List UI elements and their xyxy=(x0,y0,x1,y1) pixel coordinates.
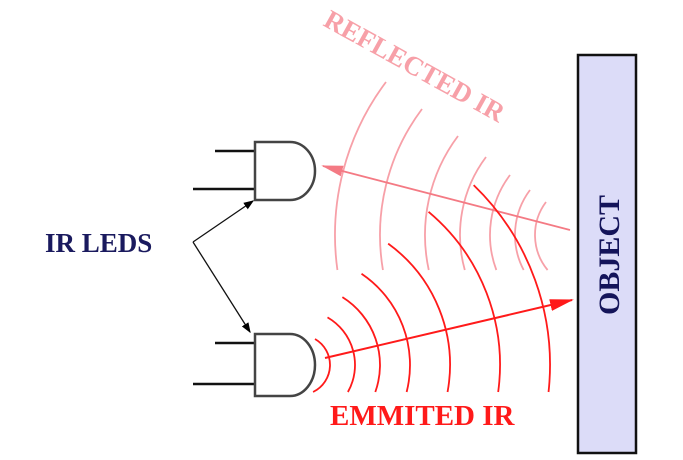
emitted-wave-arc xyxy=(341,296,381,393)
emitted-wave-arc xyxy=(427,211,501,393)
ir-led-bottom xyxy=(193,332,317,398)
reflected-wave-arc xyxy=(514,189,531,271)
led-pointer-lines xyxy=(192,200,255,334)
emitted-wave-arc xyxy=(387,242,451,393)
reflected-wave-arc xyxy=(424,135,459,271)
emitted-waves xyxy=(312,184,551,393)
ir-leds-label: IR LEDS xyxy=(45,228,152,258)
reflected-wave-arc xyxy=(459,156,487,271)
reflected-waves xyxy=(334,81,549,271)
ir-led-top xyxy=(193,140,317,202)
emitted-wave-arc xyxy=(312,338,331,393)
emitted-ir-label: EMMITED IR xyxy=(330,400,516,432)
reflected-ir-label: REFLECTED IR xyxy=(319,4,510,128)
reflected-wave-arc xyxy=(534,201,549,271)
emitted-ray-arrow xyxy=(324,299,574,359)
reflected-wave-arc xyxy=(379,108,423,271)
emitted-wave-arc xyxy=(361,273,411,393)
object-block: OBJECT xyxy=(576,53,638,455)
object-label: OBJECT xyxy=(593,195,626,315)
reflected-wave-arc xyxy=(489,174,511,271)
emitted-wave-arc xyxy=(473,184,551,393)
reflected-ray-arrow xyxy=(321,165,571,231)
